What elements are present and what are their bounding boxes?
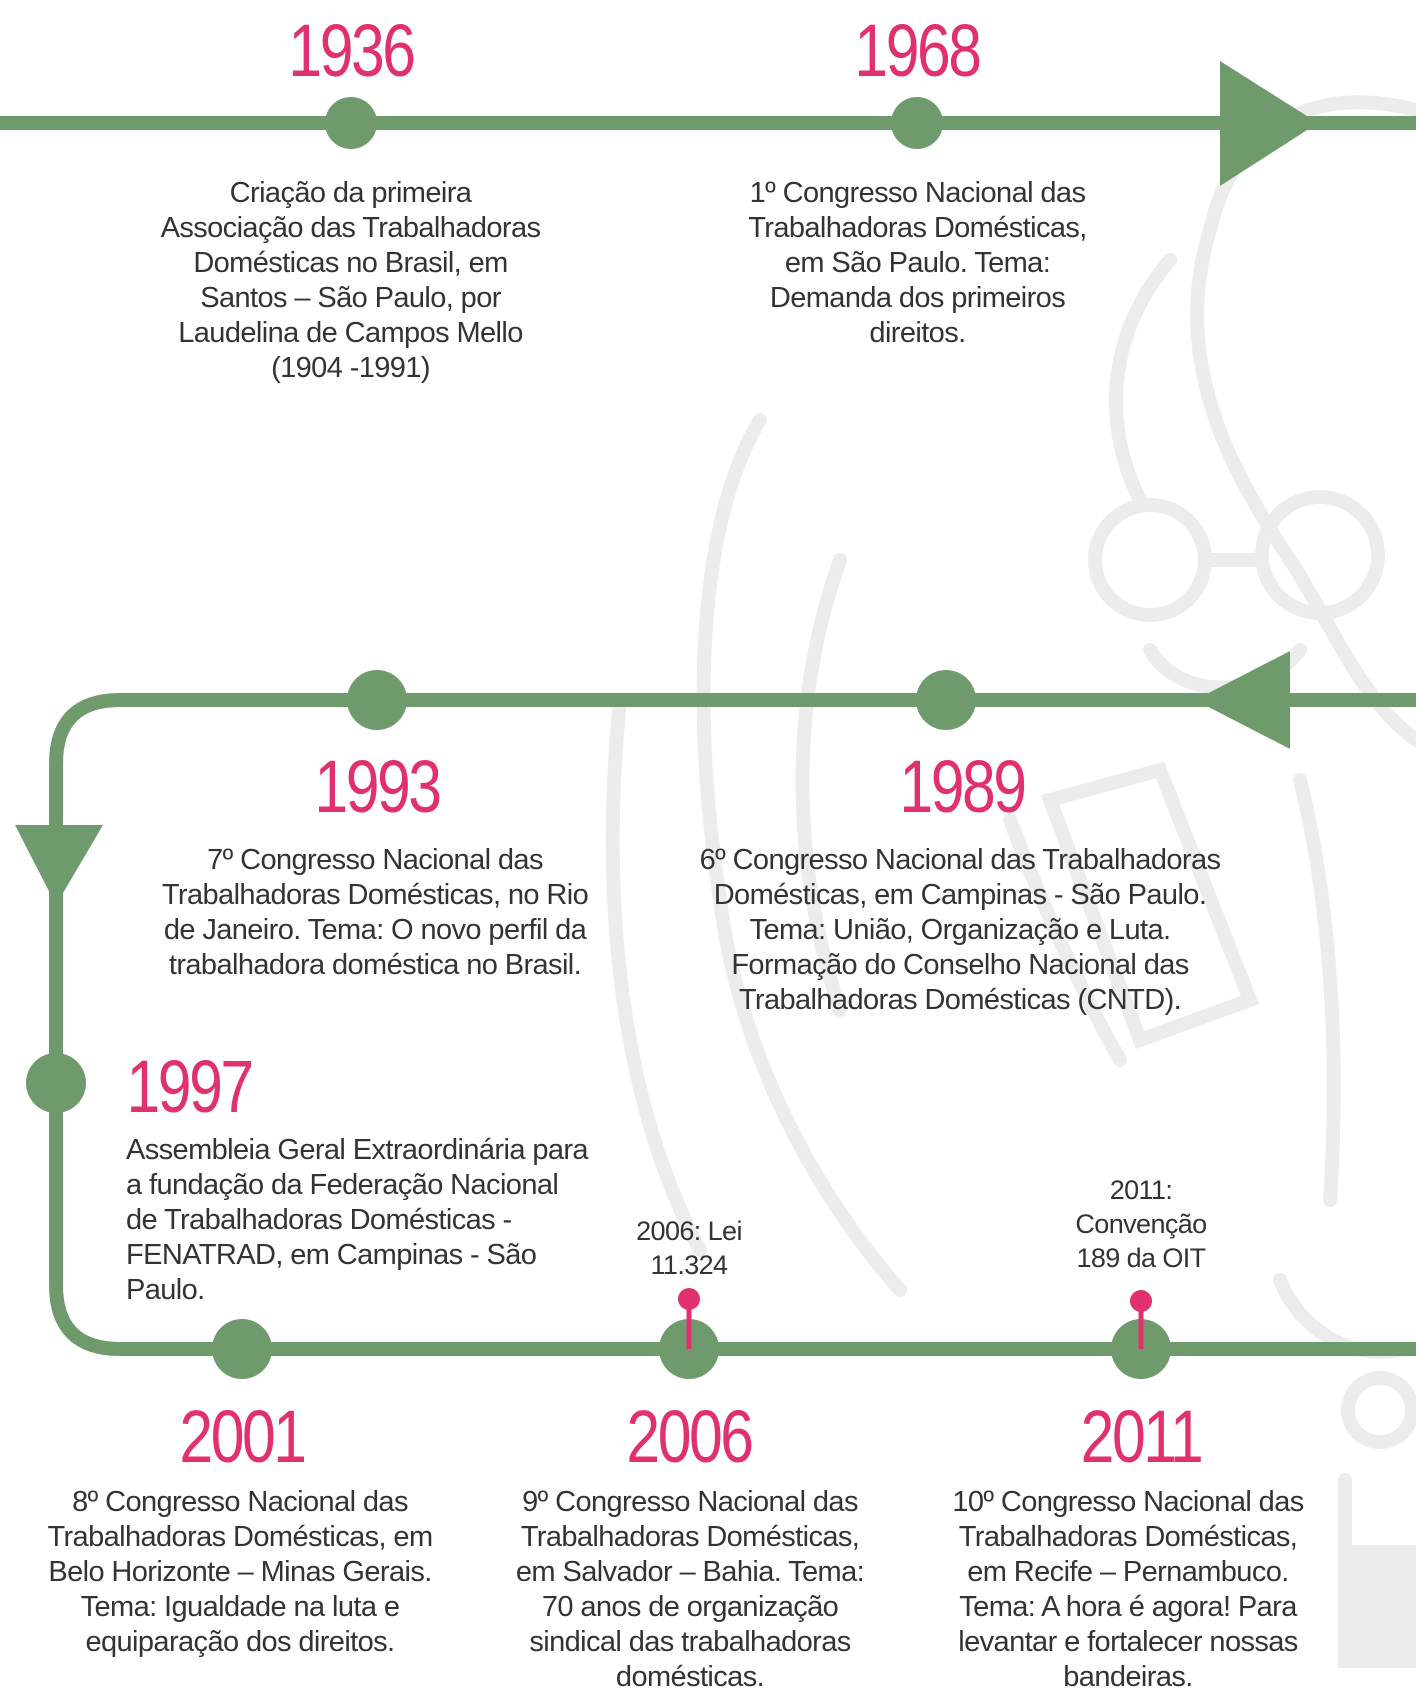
arrow-left-icon (1195, 651, 1290, 749)
event-description: 9º Congresso Nacional das Trabalhadoras … (515, 1486, 865, 1693)
event-year: 1993 (314, 745, 442, 828)
milestone-label: 2011: Convenção 189 da OIT (1075, 1175, 1207, 1273)
timeline-path (0, 116, 1416, 1356)
event-description: Criação da primeira Associação das Traba… (160, 177, 541, 384)
pin-icon (1130, 1290, 1152, 1349)
arrow-down-icon (15, 825, 103, 905)
event-year: 2011 (1080, 1395, 1204, 1478)
dot-1936 (325, 97, 377, 149)
event-year: 2001 (179, 1395, 307, 1478)
milestone-label: 2006: Lei 11.324 (636, 1216, 742, 1280)
event-description: 10º Congresso Nacional das Trabalhadoras… (952, 1486, 1304, 1693)
event-year: 1968 (854, 9, 982, 92)
dot-1989 (916, 670, 976, 730)
event-description: 1º Congresso Nacional das Trabalhadoras … (748, 177, 1087, 349)
event-description: 6º Congresso Nacional das Trabalhadoras … (699, 844, 1221, 1016)
event-year: 2006 (626, 1395, 754, 1478)
watermark-block (1350, 1545, 1416, 1668)
dot-1993 (347, 670, 407, 730)
event-year: 1997 (126, 1045, 255, 1128)
dot-1968 (891, 97, 943, 149)
event-year: 1989 (899, 745, 1027, 828)
event-year: 1936 (288, 9, 416, 92)
pin-icon (678, 1288, 700, 1349)
dot-1997 (26, 1053, 86, 1113)
event-description: 7º Congresso Nacional das Trabalhadoras … (161, 844, 589, 981)
event-description: Assembleia Geral Extraordinária para a f… (126, 1134, 589, 1306)
arrow-right-icon (1220, 61, 1318, 186)
dot-2001 (212, 1319, 272, 1379)
event-description: 8º Congresso Nacional das Trabalhadoras … (47, 1486, 433, 1658)
